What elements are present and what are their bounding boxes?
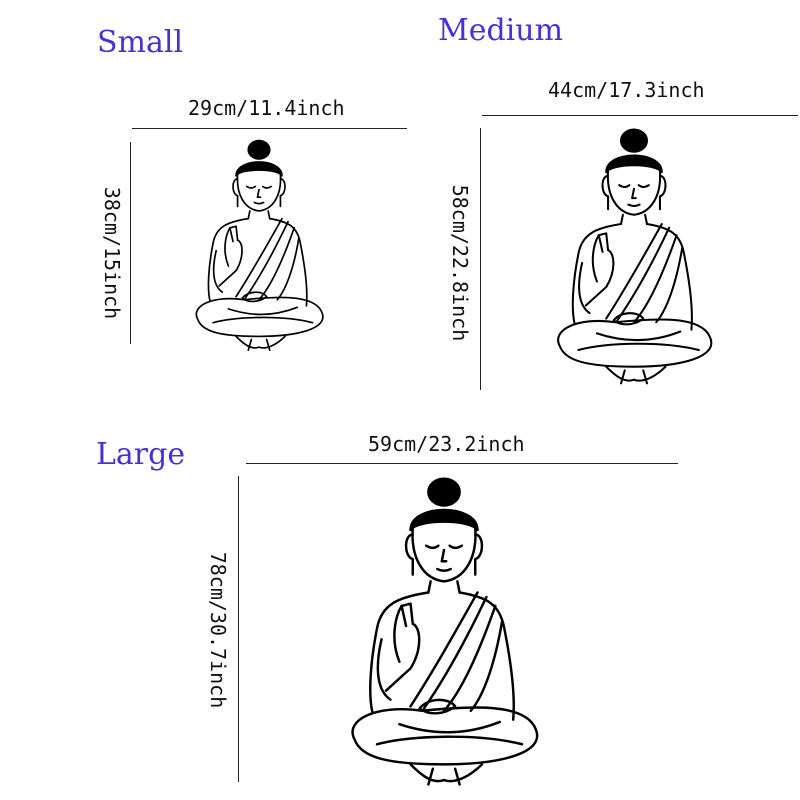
width-label-large: 59cm/23.2inch: [368, 432, 525, 456]
height-label-small: 38cm/15inch: [100, 186, 124, 320]
size-label-large: Large: [96, 437, 186, 472]
buddha-figure-icon-large: [351, 477, 539, 786]
size-label-medium: Medium: [438, 13, 564, 48]
height-line-medium: [480, 128, 481, 390]
height-line-large: [238, 476, 239, 782]
width-label-medium: 44cm/17.3inch: [548, 78, 705, 102]
buddha-figure-icon-medium: [557, 128, 713, 385]
width-line-medium: [482, 115, 798, 116]
buddha-figure-icon-small: [195, 139, 324, 352]
height-label-large: 78cm/30.7inch: [206, 551, 230, 709]
width-line-small: [132, 128, 407, 129]
height-label-medium: 58cm/22.8inch: [448, 184, 472, 342]
width-line-large: [246, 463, 678, 464]
size-label-small: Small: [97, 25, 184, 60]
height-line-small: [130, 142, 131, 344]
width-label-small: 29cm/11.4inch: [188, 96, 345, 120]
